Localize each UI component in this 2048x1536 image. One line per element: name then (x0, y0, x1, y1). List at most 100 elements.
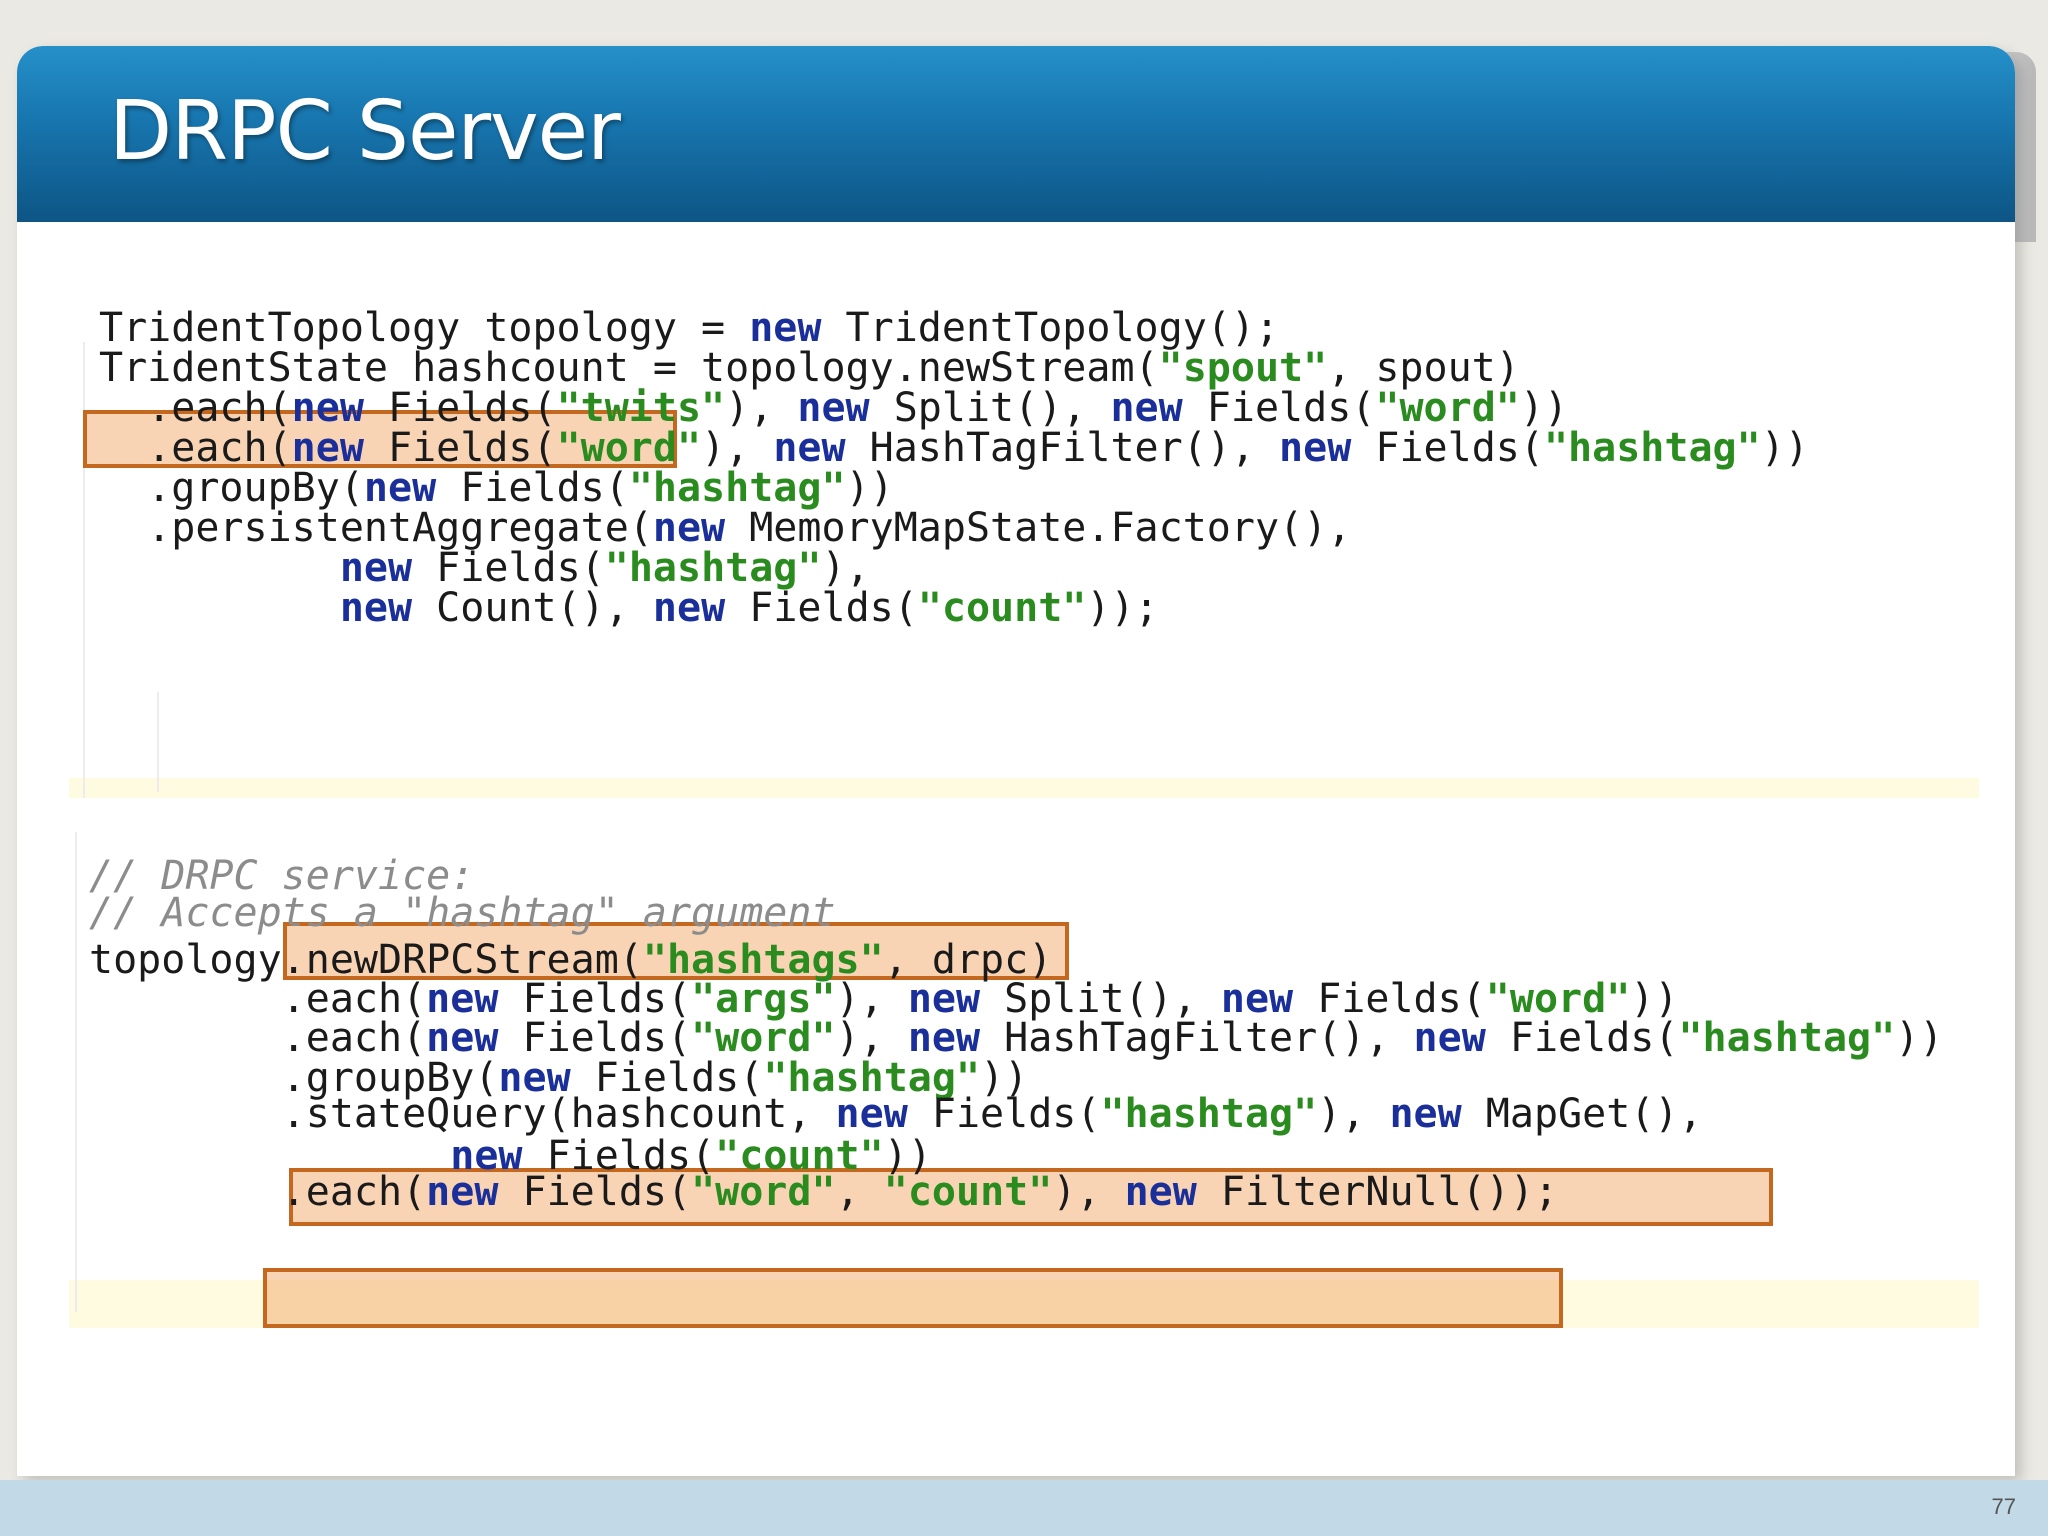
keyword-token: new (1389, 1091, 1462, 1137)
keyword-token: new (907, 1015, 981, 1061)
code-token: )) (845, 465, 894, 511)
code-token: )) (1895, 1015, 1944, 1061)
code-token: .each( (99, 385, 292, 431)
keyword-token: new (498, 1055, 571, 1101)
code-token: Fields( (412, 545, 605, 591)
code-token: Fields( (363, 385, 557, 431)
keyword-token: new (835, 1091, 908, 1137)
title-bar: DRPC Server (17, 46, 2015, 222)
code-token: HashTagFilter(), (845, 425, 1280, 471)
keyword-token: new (291, 425, 364, 471)
keyword-token: new (1220, 976, 1294, 1022)
indent-guide (157, 692, 159, 792)
string-token: "count" (883, 1169, 1053, 1215)
code-token: Count(), (412, 585, 653, 631)
code-token: , drpc) (883, 937, 1053, 983)
code-token: .groupBy( (89, 1055, 499, 1101)
string-token: "hashtag" (628, 465, 846, 511)
code-token: .stateQuery(hashcount, (89, 1091, 836, 1137)
code-token: Fields( (498, 1015, 692, 1061)
string-token: "word" (691, 1169, 836, 1215)
code-token: topology.newDRPCStream( (89, 937, 643, 983)
code-token: Fields( (907, 1091, 1101, 1137)
code-token: ), (835, 976, 908, 1022)
code-token: Fields( (1351, 425, 1544, 471)
keyword-token: new (749, 305, 822, 351)
current-line-highlight-1 (69, 778, 1979, 798)
code-token: .each( (89, 1169, 427, 1215)
code-token: MapGet(), (1461, 1091, 1703, 1137)
slide-title: DRPC Server (109, 84, 621, 179)
code-token: .each( (89, 976, 427, 1022)
code-token: TridentState hashcount = topology.newStr… (99, 345, 1159, 391)
highlight-box-newdrpcstream (283, 922, 1069, 980)
code-token: MemoryMapState.Factory(), (725, 505, 1352, 551)
string-token: "count" (917, 585, 1087, 631)
code-line: .each(new Fields("word", "count"), new F… (89, 1166, 1558, 1218)
string-token: "count" (715, 1133, 884, 1179)
string-token: "hashtag" (1100, 1091, 1318, 1137)
string-token: "word" (556, 425, 702, 471)
keyword-token: new (363, 465, 437, 511)
code-line: .stateQuery(hashcount, new Fields("hasht… (89, 1088, 1703, 1140)
string-token: "hashtag" (1678, 1015, 1896, 1061)
keyword-token: new (652, 585, 726, 631)
keyword-token: new (1110, 385, 1183, 431)
indent-guide (75, 832, 77, 1312)
code-token: , (835, 1169, 884, 1215)
code-token: .groupBy( (99, 465, 364, 511)
keyword-token: new (450, 1133, 523, 1179)
comment-token: // Accepts a "hashtag" argument (89, 890, 836, 936)
keyword-token: new (1279, 425, 1352, 471)
code-token: , spout) (1327, 345, 1520, 391)
page-number: 77 (1991, 1494, 2016, 1519)
string-token: "word" (1375, 385, 1520, 431)
code-token: ), (1052, 1169, 1125, 1215)
keyword-token: new (652, 505, 726, 551)
code-token: ), (701, 425, 774, 471)
code-token: Fields( (1293, 976, 1486, 1022)
code-line: .each(new Fields("twits"), new Split(), … (99, 382, 1568, 434)
keyword-token: new (339, 585, 413, 631)
footer-bar: 77 (0, 1480, 2048, 1536)
string-token: "hashtag" (1543, 425, 1761, 471)
string-token: "spout" (1158, 345, 1328, 391)
code-token: TridentTopology topology = (99, 305, 750, 351)
keyword-token: new (907, 976, 981, 1022)
keyword-token: new (773, 425, 846, 471)
code-token: ), (835, 1015, 908, 1061)
code-token: Fields( (498, 976, 692, 1022)
code-line: .persistentAggregate(new MemoryMapState.… (99, 502, 1351, 554)
code-line: new Count(), new Fields("count")); (99, 582, 1159, 634)
highlight-box-statequery (289, 1168, 1773, 1226)
code-token: )) (1519, 385, 1569, 431)
keyword-token: new (426, 976, 499, 1022)
code-token: FilterNull()); (1196, 1169, 1559, 1215)
code-token: ), (1317, 1091, 1390, 1137)
keyword-token: new (797, 385, 870, 431)
string-token: "args" (691, 976, 836, 1022)
code-token: Fields( (725, 585, 918, 631)
code-token: Fields( (1182, 385, 1376, 431)
code-token: Fields( (498, 1169, 692, 1215)
highlight-box-tridentstate (83, 410, 677, 468)
keyword-token: new (1124, 1169, 1197, 1215)
string-token: "hashtag" (604, 545, 822, 591)
keyword-token: new (291, 385, 364, 431)
code-token: TridentTopology(); (821, 305, 1280, 351)
string-token: "word" (1485, 976, 1631, 1022)
code-token: )); (1086, 585, 1159, 631)
current-line-highlight-2 (69, 1280, 1979, 1328)
code-token: ), (821, 545, 870, 591)
slide: DRPC Server TridentTopology topology = n… (17, 46, 2015, 1476)
code-token: )) (980, 1055, 1029, 1101)
keyword-token: new (1413, 1015, 1486, 1061)
code-token: Fields( (363, 425, 557, 471)
code-token: ), (725, 385, 798, 431)
code-token: Fields( (522, 1133, 716, 1179)
code-line: .each(new Fields("args"), new Split(), n… (89, 973, 1679, 1025)
string-token: "word" (691, 1015, 836, 1061)
string-token: "twits" (556, 385, 726, 431)
code-token (99, 585, 340, 631)
highlight-box-filternull (263, 1268, 1563, 1328)
